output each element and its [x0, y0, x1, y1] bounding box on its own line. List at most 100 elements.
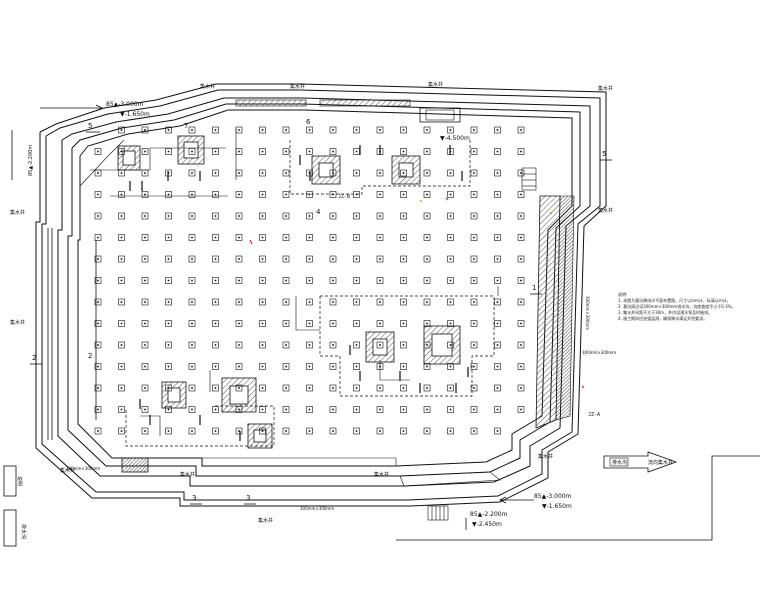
column-footing	[212, 255, 219, 263]
column-core	[332, 129, 334, 131]
column-footing	[400, 255, 407, 263]
column-footing	[306, 126, 313, 134]
column-footing	[188, 191, 196, 198]
column-core	[120, 279, 123, 282]
column-footing	[259, 341, 266, 349]
column-core	[496, 430, 499, 432]
well-label: 集水井	[428, 81, 443, 88]
column-core	[167, 236, 170, 239]
column-core	[449, 301, 452, 303]
column-footing	[353, 212, 360, 220]
section-label-jz-b: JZ-B	[338, 194, 350, 200]
note-line: 3. 集水井间距不大于30m，井内设潜水泵及时抽排。	[618, 310, 713, 315]
column-footing	[423, 363, 431, 370]
column-footing	[259, 255, 266, 263]
column-footing	[118, 406, 125, 413]
column-footing	[141, 341, 149, 349]
column-footing	[494, 427, 501, 435]
column-core	[402, 172, 405, 174]
column-footing	[94, 277, 102, 284]
column-core	[120, 430, 123, 432]
column-core	[238, 150, 240, 153]
column-core	[261, 258, 264, 260]
column-core	[214, 129, 217, 131]
column-core	[449, 344, 452, 346]
column-core	[496, 365, 499, 368]
column-core	[97, 215, 99, 217]
column-footing	[329, 169, 337, 177]
column-core	[191, 322, 193, 325]
section-marker: 2	[88, 352, 92, 360]
column-core	[402, 408, 405, 411]
inner-drain-boundary	[125, 140, 495, 447]
well-label: 集水井	[200, 83, 215, 90]
column-core	[167, 215, 170, 217]
column-core	[332, 344, 334, 346]
column-footing	[141, 277, 149, 284]
column-footing	[141, 234, 149, 241]
column-core	[496, 172, 499, 174]
column-footing	[423, 298, 431, 306]
column-core	[285, 387, 287, 389]
column-core	[379, 322, 381, 325]
column-footing	[329, 277, 337, 284]
well-label: 集水井	[180, 471, 195, 478]
column-core	[214, 215, 217, 217]
column-footing	[282, 126, 290, 134]
column-core	[449, 322, 452, 325]
column-footing	[423, 384, 431, 392]
column-grid	[94, 126, 525, 441]
well-label: 集水井	[290, 83, 305, 90]
column-footing	[94, 212, 102, 220]
column-footing	[306, 341, 313, 349]
column-core	[261, 365, 264, 368]
column-core	[332, 430, 334, 432]
column-core	[449, 258, 452, 260]
column-footing	[282, 427, 290, 435]
column-footing	[517, 277, 525, 284]
column-footing	[494, 363, 501, 370]
column-core	[308, 150, 311, 153]
column-footing	[212, 277, 219, 284]
column-core	[402, 193, 405, 196]
dim-label-top-center: ▼-4.500m	[440, 135, 470, 142]
column-core	[167, 430, 170, 432]
column-footing	[212, 234, 219, 241]
left-box-label-a: 说明	[16, 476, 23, 486]
column-core	[402, 236, 405, 239]
column-footing	[470, 341, 478, 349]
column-footing	[470, 212, 478, 220]
column-core	[214, 193, 217, 196]
left-legend-boxes: 说明 排水沟	[3, 465, 27, 547]
column-core	[449, 193, 452, 196]
column-footing	[447, 191, 454, 198]
column-core	[191, 344, 193, 346]
width-label-right-a: 300mm×300mm	[585, 296, 590, 330]
column-footing	[353, 427, 360, 435]
column-core	[426, 322, 428, 325]
column-core	[449, 430, 452, 432]
column-footing	[282, 363, 290, 370]
column-core	[426, 408, 428, 411]
column-core	[120, 129, 123, 131]
column-core	[120, 258, 123, 260]
column-core	[496, 215, 499, 217]
column-footing	[141, 191, 149, 198]
column-footing	[188, 234, 196, 241]
column-core	[402, 365, 405, 368]
column-footing	[165, 255, 172, 263]
column-footing	[165, 363, 172, 370]
column-footing	[517, 191, 525, 198]
column-footing	[517, 320, 525, 327]
bottom-wall-hatched	[121, 457, 501, 487]
column-footing	[423, 427, 431, 435]
column-core	[285, 150, 287, 153]
column-core	[426, 365, 428, 368]
column-core	[496, 344, 499, 346]
column-core	[473, 150, 475, 153]
column-core	[449, 236, 452, 239]
column-core	[402, 387, 405, 389]
column-core	[426, 129, 428, 131]
column-core	[379, 215, 381, 217]
column-footing	[494, 320, 501, 327]
